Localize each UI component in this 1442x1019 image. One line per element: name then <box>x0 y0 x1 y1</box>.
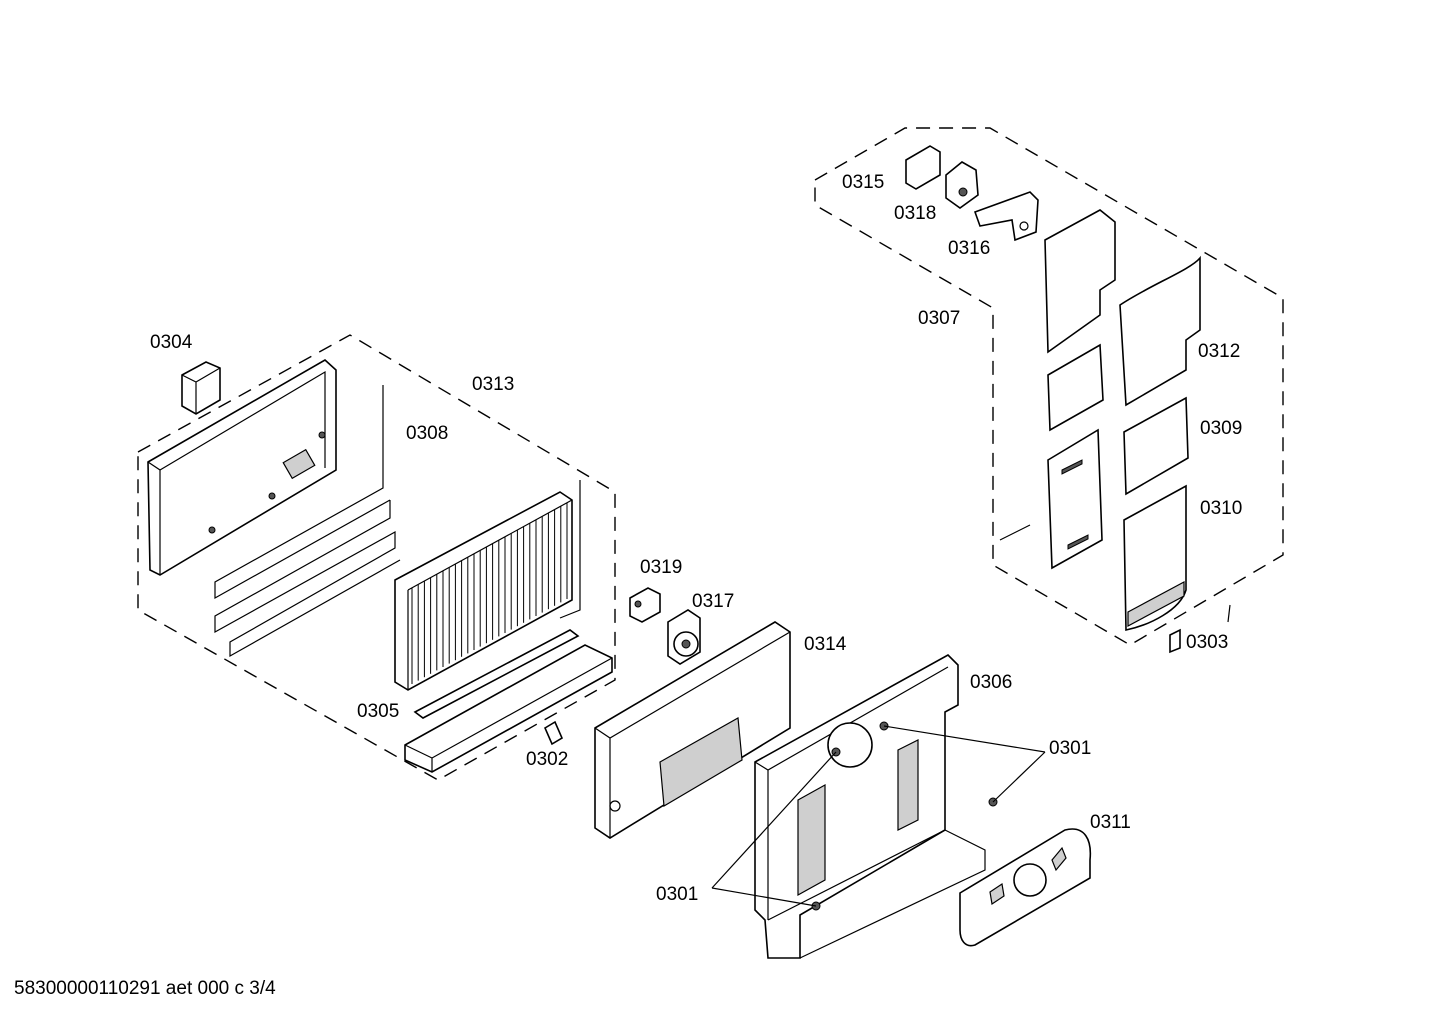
duct-mid-left <box>1047 343 1104 432</box>
label-0312: 0312 <box>1198 341 1240 362</box>
fan-group <box>594 587 1092 959</box>
label-0314: 0314 <box>804 634 847 655</box>
label-0303: 0303 <box>1186 632 1228 653</box>
part-0303 <box>1169 628 1181 654</box>
part-0314 <box>594 621 791 839</box>
back-plate <box>147 359 337 576</box>
label-0319: 0319 <box>640 557 682 578</box>
label-0309: 0309 <box>1200 418 1242 439</box>
label-0306: 0306 <box>970 672 1012 693</box>
label-0305: 0305 <box>357 701 399 722</box>
part-0302 <box>543 720 564 746</box>
evaporator-group <box>137 334 616 781</box>
duct-top-left <box>1044 209 1116 354</box>
part-0304 <box>181 361 221 415</box>
duct-group <box>814 127 1284 654</box>
part-0312 <box>1119 255 1201 407</box>
label-0304: 0304 <box>150 332 193 353</box>
label-0315: 0315 <box>842 172 884 193</box>
drawing-reference: 58300000110291 aet 000 c 3/4 <box>14 978 276 999</box>
part-0308-tube <box>214 385 401 658</box>
part-0316 <box>973 191 1039 242</box>
label-0313: 0313 <box>472 374 514 395</box>
part-0309 <box>1123 396 1189 496</box>
label-0311: 0311 <box>1090 812 1131 833</box>
duct-low-left <box>1047 428 1103 570</box>
label-0301-right: 0301 <box>1049 738 1091 759</box>
leader-lines <box>711 725 1046 907</box>
label-0302: 0302 <box>526 749 568 770</box>
label-0307: 0307 <box>918 308 960 329</box>
label-0316: 0316 <box>948 238 990 259</box>
evaporator-core <box>394 491 573 691</box>
part-labels: 0315 0318 0316 0307 0312 0309 0310 0303 … <box>150 172 1242 905</box>
label-0310: 0310 <box>1200 498 1242 519</box>
part-0305-tray <box>404 644 613 773</box>
group-outline-0307 <box>814 127 1284 646</box>
label-0301-left: 0301 <box>656 884 698 905</box>
part-0315 <box>905 145 941 190</box>
part-0318 <box>945 161 979 209</box>
part-0319 <box>629 587 661 623</box>
label-0317: 0317 <box>692 591 734 612</box>
label-0308: 0308 <box>406 423 448 444</box>
group-outline-0313 <box>137 334 616 781</box>
label-0318: 0318 <box>894 203 936 224</box>
